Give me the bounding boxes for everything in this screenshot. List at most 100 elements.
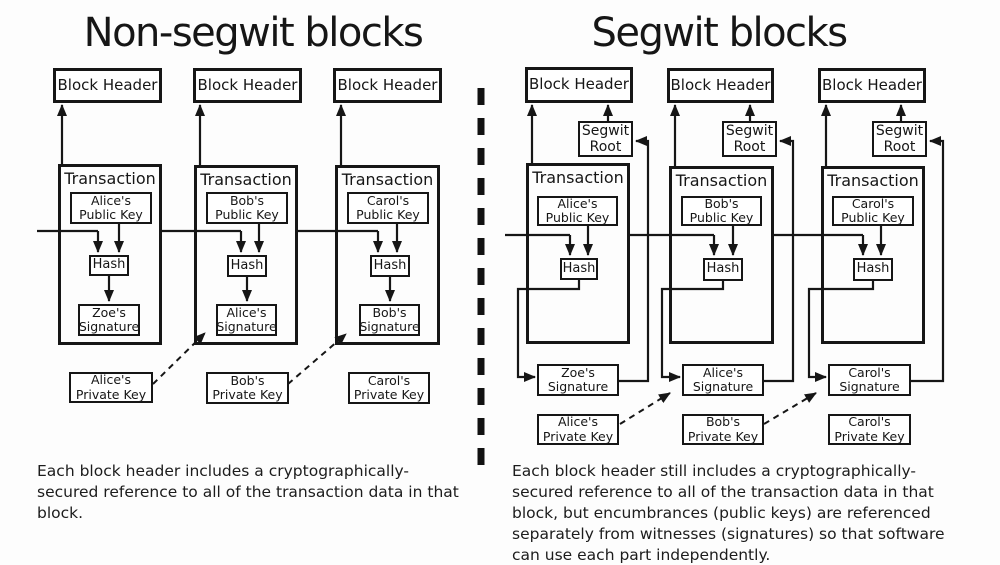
signature-owner: Carol's (848, 364, 891, 380)
block-header-box: Block Header (333, 68, 442, 103)
public-key-owner: Bob's (229, 192, 265, 208)
private-key-box: Bob's Private Key (206, 372, 289, 404)
public-key-owner: Carol's (366, 192, 410, 208)
public-key-box: Alice's Public Key (70, 192, 152, 224)
public-key-label: Public Key (215, 207, 279, 222)
segwit-root-box: Segwit Root (872, 121, 927, 157)
private-key-owner: Bob's (705, 414, 741, 429)
nonsegwit-title: Non-segwit blocks (83, 10, 424, 56)
signature-label: Signature (78, 319, 140, 334)
right-sig1-to-root-arrow (619, 136, 650, 383)
signature-owner: Zoe's (561, 364, 595, 380)
signature-box: Alice's Signature (216, 304, 277, 336)
public-key-owner: Bob's (704, 195, 739, 211)
right-priv1-to-sig-dashed-arrow (619, 392, 671, 425)
segwit-caption: Each block header still includes a crypt… (512, 462, 945, 564)
private-key-box: Carol's Private Key (828, 414, 911, 445)
public-key-label: Public Key (841, 210, 905, 225)
transaction-box: Transaction (526, 163, 630, 344)
block-header-box: Block Header (818, 68, 926, 103)
transaction-box: Transaction (335, 165, 440, 345)
segwit-root-label-1: Segwit (581, 122, 630, 139)
public-key-box: Bob's Public Key (206, 192, 288, 224)
hash-label: Hash (706, 261, 740, 277)
public-key-label: Public Key (545, 210, 610, 225)
transaction-box: Transaction (194, 165, 298, 345)
signature-label: Signature (547, 379, 609, 394)
right-priv2-to-sig-dashed-arrow (763, 392, 817, 425)
hash-box: Hash (370, 255, 410, 277)
hash-label: Hash (92, 257, 126, 273)
right-sig3-to-root-arrow (910, 136, 945, 383)
signature-label: Signature (359, 319, 420, 334)
block-header-box: Block Header (525, 67, 633, 103)
private-key-label: Private Key (834, 428, 905, 444)
private-key-box: Bob's Private Key (682, 414, 764, 445)
transaction-box: Transaction (821, 166, 925, 344)
hash-label: Hash (373, 257, 407, 273)
hash-box: Hash (853, 258, 893, 281)
private-key-owner: Carol's (367, 372, 411, 388)
segwit-title: Segwit blocks (591, 10, 848, 56)
private-key-label: Private Key (687, 428, 759, 444)
block-header-label: Block Header (529, 75, 629, 94)
transaction-label: Transaction (827, 171, 919, 190)
private-key-owner: Alice's (90, 372, 131, 387)
public-key-label: Public Key (689, 210, 754, 225)
block-header-box: Block Header (193, 68, 302, 103)
left-priv2-to-sig-dashed-arrow (287, 333, 347, 385)
segwit-root-label-1: Segwit (875, 122, 924, 139)
segwit-root-label-1: Segwit (725, 122, 774, 139)
right-hash3-to-sig-arrow (807, 281, 875, 382)
right-sig2-to-root-arrow (764, 136, 795, 383)
public-key-box: Bob's Public Key (681, 196, 762, 226)
signature-owner: Alice's (702, 364, 743, 380)
block-header-label: Block Header (197, 75, 298, 94)
hash-label: Hash (230, 257, 264, 273)
private-key-owner: Alice's (557, 414, 598, 429)
private-key-box: Alice's Private Key (69, 372, 153, 403)
signature-box: Zoe's Signature (537, 364, 619, 396)
hash-label: Hash (562, 260, 596, 276)
signature-box: Alice's Signature (682, 364, 764, 396)
block-header-label: Block Header (670, 75, 771, 94)
public-key-label: Public Key (79, 207, 143, 222)
private-key-label: Private Key (75, 386, 147, 402)
private-key-label: Private Key (542, 428, 614, 444)
nonsegwit-caption: Each block header includes a cryptograph… (37, 462, 459, 522)
transaction-label: Transaction (532, 168, 624, 187)
right-hash2-to-sig-arrow (660, 281, 725, 382)
private-key-owner: Bob's (230, 372, 265, 388)
segwit-root-box: Segwit Root (722, 121, 777, 157)
transaction-label: Transaction (200, 170, 292, 189)
signature-box: Carol's Signature (828, 364, 911, 396)
signature-label: Signature (692, 379, 754, 394)
signature-label: Signature (839, 379, 900, 394)
hash-box: Hash (703, 258, 743, 281)
public-key-label: Public Key (356, 207, 420, 222)
transaction-label: Transaction (64, 169, 156, 188)
signature-owner: Zoe's (92, 304, 126, 320)
public-key-owner: Alice's (557, 195, 598, 211)
private-key-label: Private Key (353, 387, 425, 402)
right-hash1-to-sig-arrow (516, 280, 581, 382)
signature-label: Signature (216, 319, 277, 334)
transaction-label: Transaction (341, 170, 434, 189)
hash-box: Hash (560, 258, 598, 280)
block-header-label: Block Header (57, 75, 158, 94)
transaction-box: Transaction (58, 164, 162, 345)
signature-box: Zoe's Signature (78, 304, 140, 336)
signature-owner: Bob's (372, 304, 407, 320)
signature-owner: Alice's (226, 304, 267, 320)
private-key-label: Private Key (212, 387, 283, 402)
public-key-box: Carol's Public Key (832, 196, 914, 226)
transaction-label: Transaction (675, 171, 768, 190)
transaction-box: Transaction (669, 166, 774, 344)
public-key-box: Alice's Public Key (537, 196, 618, 226)
block-header-label: Block Header (337, 75, 438, 94)
public-key-owner: Carol's (851, 195, 895, 211)
block-header-label: Block Header (822, 75, 922, 94)
public-key-owner: Alice's (90, 192, 131, 208)
public-key-box: Carol's Public Key (347, 192, 429, 224)
